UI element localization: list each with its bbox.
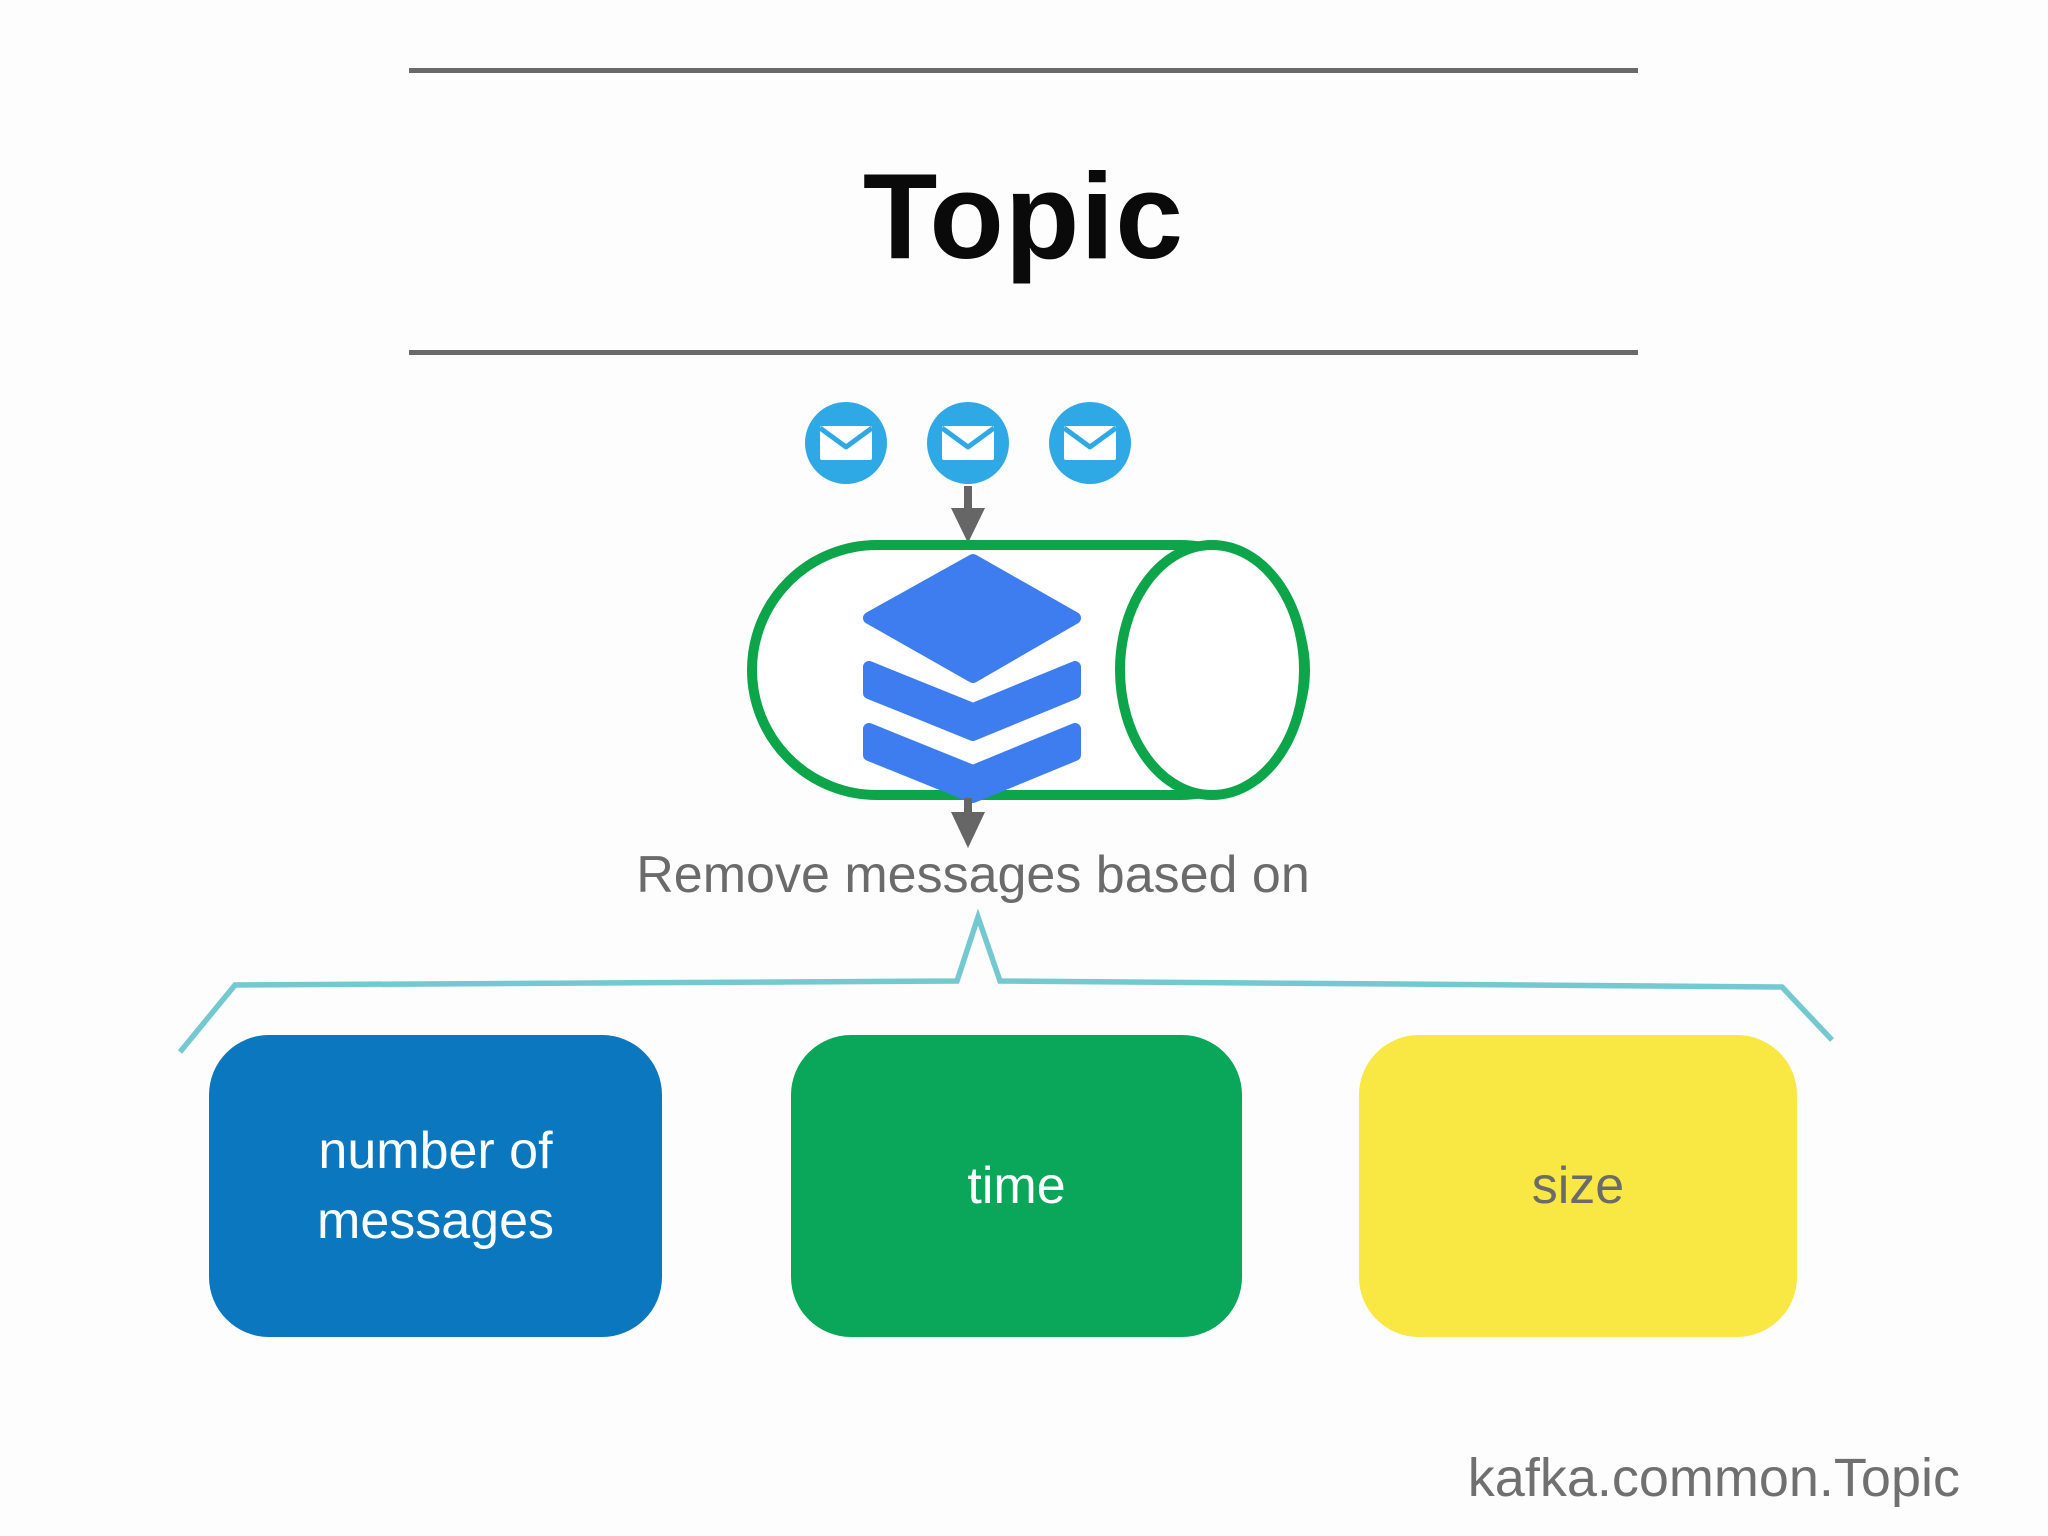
title-rule-bottom — [409, 350, 1638, 355]
envelope-icon — [805, 402, 887, 484]
criteria-box-label: number of messages — [317, 1121, 554, 1250]
title-rule-top — [409, 68, 1638, 73]
remove-messages-label: Remove messages based on — [636, 846, 1310, 904]
criteria-box-time: time — [791, 1035, 1242, 1337]
down-arrow-icon — [951, 798, 985, 848]
page-title: Topic — [862, 148, 1185, 284]
envelope-icon — [1049, 402, 1131, 484]
criteria-box-size: size — [1359, 1035, 1797, 1337]
footer-caption: kafka.common.Topic — [1467, 1448, 1960, 1508]
criteria-box-number-of-messages: number of messages — [209, 1035, 662, 1337]
criteria-box-label: size — [1531, 1156, 1625, 1215]
curly-brace — [177, 908, 1835, 1054]
down-arrow-icon — [951, 486, 985, 543]
layers-stack-icon — [863, 554, 1081, 803]
criteria-box-label: time — [967, 1156, 1066, 1215]
envelope-icon — [927, 402, 1009, 484]
